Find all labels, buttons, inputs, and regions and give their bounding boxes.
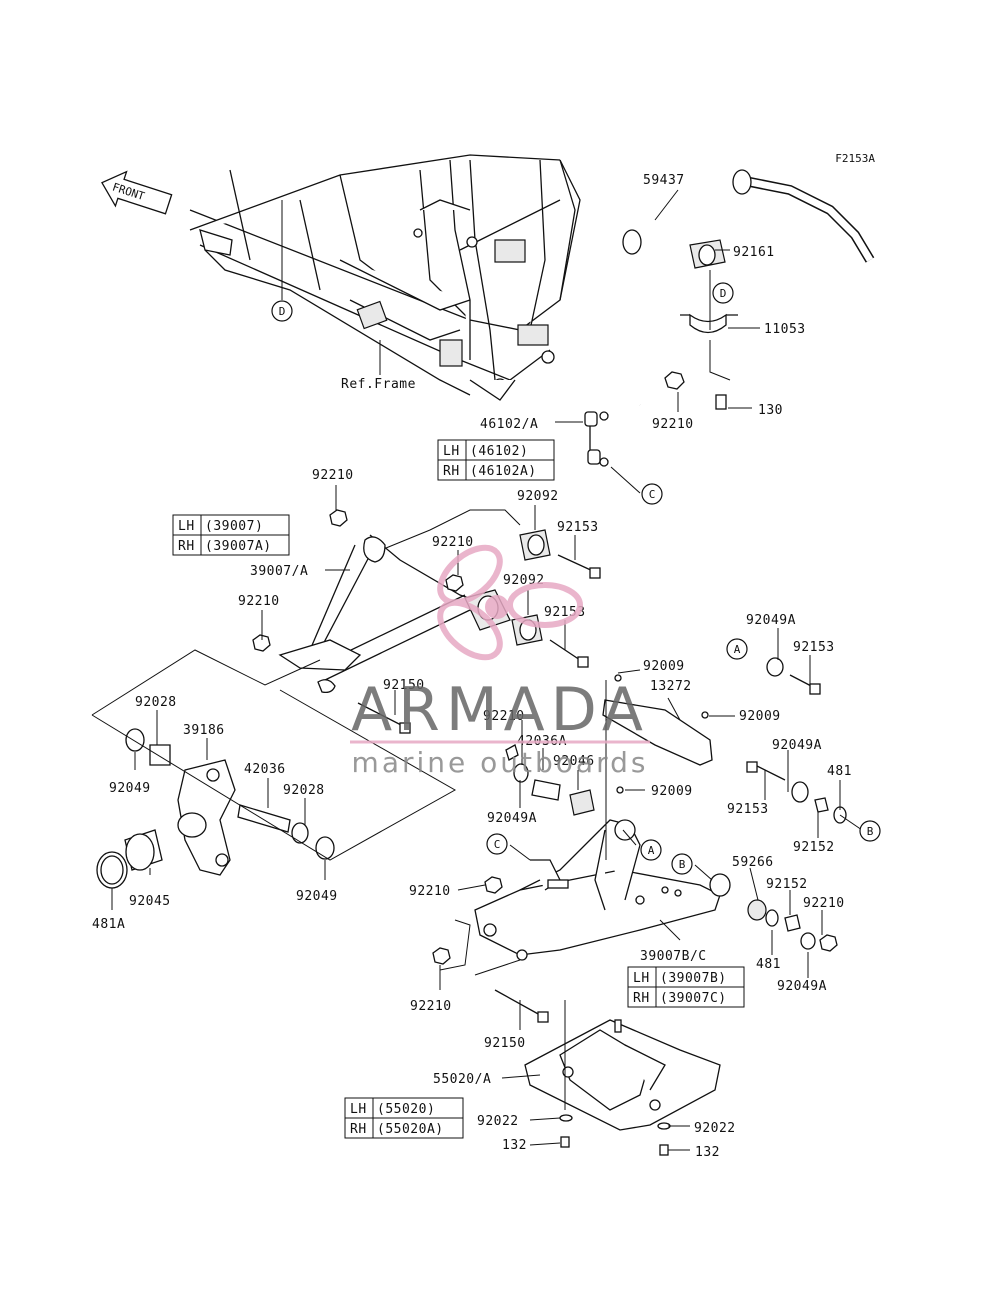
ref-letter-a1: A — [734, 643, 741, 656]
ref-letter-b1: B — [867, 825, 874, 838]
ref-letter-d2: D — [720, 287, 727, 300]
callout-39007BC: 39007B/C — [640, 949, 707, 964]
table-55020-rh-val: (55020A) — [377, 1122, 444, 1137]
callout-92210-f: 92210 — [409, 884, 451, 899]
cover-plate — [602, 674, 713, 794]
callout-92049-a: 92049 — [109, 781, 151, 796]
frame-label: Ref.Frame — [341, 377, 416, 392]
callout-92049A-d: 92049A — [777, 979, 827, 994]
table-39007BC-lh: LH — [633, 971, 650, 986]
callout-92009-a: 92009 — [643, 659, 685, 674]
front-arrow: FRONT — [101, 170, 173, 215]
table-46102-rh: RH — [443, 464, 460, 479]
table-39007-lh: LH — [178, 519, 195, 534]
callout-92210-e: 92210 — [483, 709, 525, 724]
callout-59437: 59437 — [643, 173, 685, 188]
callout-92028-b: 92028 — [283, 783, 325, 798]
callout-132-a: 132 — [502, 1138, 527, 1153]
table-46102-rh-val: (46102A) — [470, 464, 537, 479]
skid-plate — [524, 1019, 721, 1156]
frame-drawing — [189, 154, 581, 401]
callout-92152-b: 92152 — [766, 877, 808, 892]
ref-letter-c1: C — [649, 488, 656, 501]
figure-code: F2153A — [835, 152, 875, 165]
inner-bushings — [505, 744, 595, 816]
upper-arm — [252, 509, 601, 734]
knuckle — [96, 728, 335, 889]
callout-92150-a: 92150 — [383, 678, 425, 693]
callout-59266: 59266 — [732, 855, 774, 870]
table-46102: LH (46102) RH (46102A) — [437, 439, 555, 481]
lower-arm — [432, 819, 838, 1023]
ref-letter-d1: D — [279, 305, 286, 318]
watermark: ARMADA marine outboards — [350, 544, 650, 779]
table-46102-lh-val: (46102) — [470, 444, 528, 459]
callout-92049A-b: 92049A — [487, 811, 537, 826]
callout-55020A: 55020/A — [433, 1072, 491, 1087]
callout-92210-d: 92210 — [238, 594, 280, 609]
table-39007BC-lh-val: (39007B) — [660, 971, 727, 986]
table-55020-rh: RH — [350, 1122, 367, 1137]
watermark-sub: marine outboards — [352, 746, 649, 779]
ref-letter-b2: B — [679, 858, 686, 871]
stabilizer-link — [584, 411, 609, 467]
callout-92009-c: 92009 — [651, 784, 693, 799]
callout-92210-a: 92210 — [652, 417, 694, 432]
ref-letter-c2: C — [494, 838, 501, 851]
callout-130: 130 — [758, 403, 783, 418]
callout-92092-a: 92092 — [517, 489, 559, 504]
callout-39186: 39186 — [183, 723, 225, 738]
callout-92152-a: 92152 — [793, 840, 835, 855]
callout-132-b: 132 — [695, 1145, 720, 1160]
callout-92049-b: 92049 — [296, 889, 338, 904]
table-39007-lh-val: (39007) — [205, 519, 263, 534]
table-55020: LH (55020) RH (55020A) — [344, 1097, 464, 1139]
table-39007: LH (39007) RH (39007A) — [172, 514, 290, 556]
leader-lines — [91, 189, 863, 1151]
ref-letter-a2: A — [648, 844, 655, 857]
callout-481A: 481A — [92, 917, 125, 932]
callouts: F2153A Ref.Frame 59437 92161 11053 130 9… — [92, 152, 875, 1160]
table-55020-lh-val: (55020) — [377, 1102, 435, 1117]
callout-92210-b: 92210 — [312, 468, 354, 483]
callout-11053: 11053 — [764, 322, 806, 337]
callout-92153-d: 92153 — [727, 802, 769, 817]
callout-92046: 92046 — [553, 754, 595, 769]
callout-13272: 13272 — [650, 679, 692, 694]
callout-92161: 92161 — [733, 245, 775, 260]
watermark-logo — [437, 544, 583, 661]
table-39007-rh: RH — [178, 539, 195, 554]
table-39007BC-rh: RH — [633, 991, 650, 1006]
callout-481-b: 481 — [756, 957, 781, 972]
callout-92049A-c: 92049A — [772, 738, 822, 753]
ref-letters: D D C C A A B B — [271, 282, 881, 875]
callout-92028-a: 92028 — [135, 695, 177, 710]
callout-92210-h: 92210 — [410, 999, 452, 1014]
callout-92022-b: 92022 — [694, 1121, 736, 1136]
callout-92022-a: 92022 — [477, 1114, 519, 1129]
table-39007BC: LH (39007B) RH (39007C) — [627, 966, 745, 1008]
callout-92045: 92045 — [129, 894, 171, 909]
callout-92210-c: 92210 — [432, 535, 474, 550]
callout-481-a: 481 — [827, 764, 852, 779]
stabilizer-bar — [608, 169, 875, 410]
callout-92210-g: 92210 — [803, 896, 845, 911]
watermark-name: ARMADA — [351, 675, 649, 745]
callout-92153-a: 92153 — [557, 520, 599, 535]
callout-42036: 42036 — [244, 762, 286, 777]
callout-46102A: 46102/A — [480, 417, 538, 432]
table-39007BC-rh-val: (39007C) — [660, 991, 727, 1006]
table-55020-lh: LH — [350, 1102, 367, 1117]
callout-92153-c: 92153 — [793, 640, 835, 655]
callout-92150-b: 92150 — [484, 1036, 526, 1051]
callout-39007A: 39007/A — [250, 564, 308, 579]
callout-92009-b: 92009 — [739, 709, 781, 724]
table-46102-lh: LH — [443, 444, 460, 459]
callout-92049A-a: 92049A — [746, 613, 796, 628]
table-39007-rh-val: (39007A) — [205, 539, 272, 554]
